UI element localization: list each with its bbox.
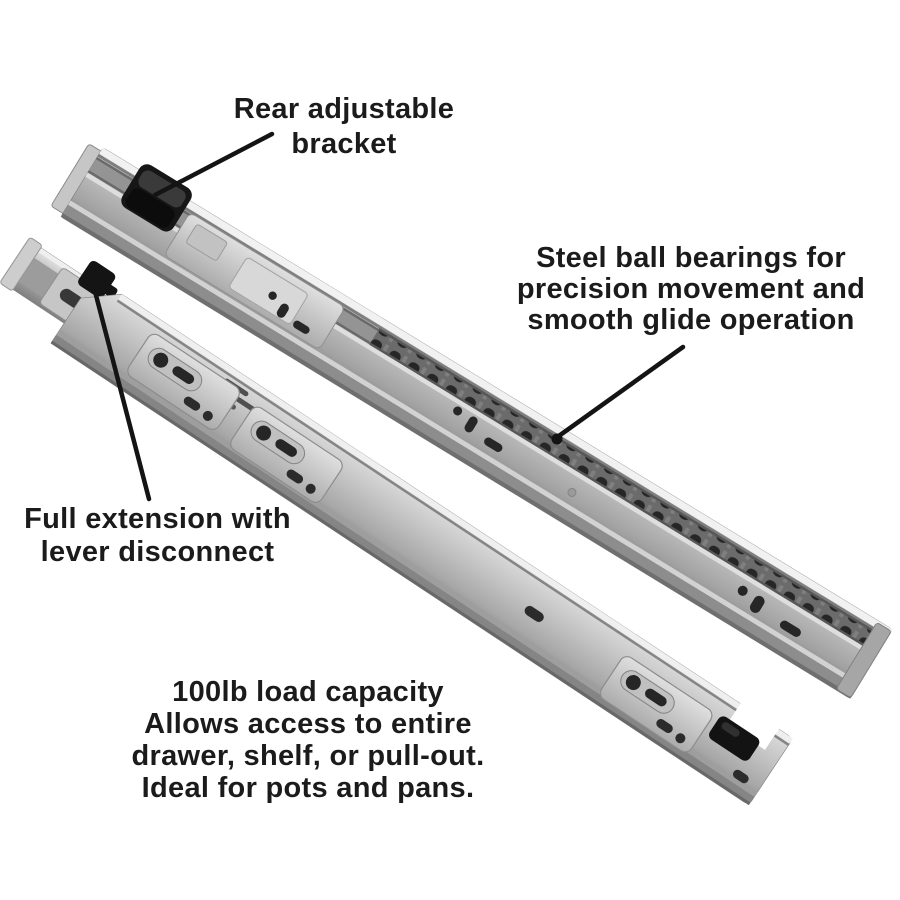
- leader-dot-ball-bearings: [551, 433, 563, 445]
- upper-drawer-slide: [51, 144, 893, 699]
- leader-line-rear-bracket: [152, 131, 275, 198]
- callout-line: Steel ball bearings for: [536, 242, 846, 274]
- ball-bearing-race: [369, 328, 888, 655]
- leader-line-lever-disconnect: [88, 273, 152, 502]
- upper-slide-holes-face: [453, 406, 577, 497]
- upper-slide-holes-mid: [268, 291, 310, 334]
- callout-ball-bearings: Steel ball bearings for precision moveme…: [490, 243, 892, 336]
- callout-load-capacity: 100lb load capacity Allows access to ent…: [100, 676, 516, 804]
- lever-disconnect-end: [709, 702, 780, 784]
- callout-line: lever disconnect: [40, 536, 275, 568]
- callout-line: Full extension with: [24, 503, 291, 535]
- callout-line: Ideal for pots and pans.: [141, 772, 475, 804]
- upper-slide-top-flange: [99, 147, 893, 636]
- callout-line: drawer, shelf, or pull-out.: [131, 740, 485, 772]
- lower-slide-oval-hole: [524, 605, 544, 622]
- callout-line: bracket: [291, 128, 397, 160]
- mounting-plate: [599, 656, 713, 753]
- upper-slide-groove: [97, 153, 889, 639]
- lower-drawer-slide: [0, 237, 793, 806]
- callout-line: Allows access to entire: [144, 708, 472, 740]
- upper-slide-holes-front: [737, 585, 801, 637]
- upper-slide-front-end: [836, 622, 891, 698]
- mounting-plate: [230, 406, 343, 503]
- callout-rear-bracket: Rear adjustable bracket: [213, 92, 475, 162]
- callout-line: smooth glide operation: [527, 304, 855, 336]
- mounting-plate: [127, 333, 240, 431]
- callout-line: precision movement and: [516, 273, 866, 305]
- callout-line: 100lb load capacity: [172, 676, 444, 708]
- leader-line-ball-bearings: [553, 344, 686, 441]
- lever-disconnect: [78, 260, 118, 298]
- callout-line: Rear adjustable: [233, 93, 455, 125]
- callout-full-extension: Full extension with lever disconnect: [0, 503, 315, 569]
